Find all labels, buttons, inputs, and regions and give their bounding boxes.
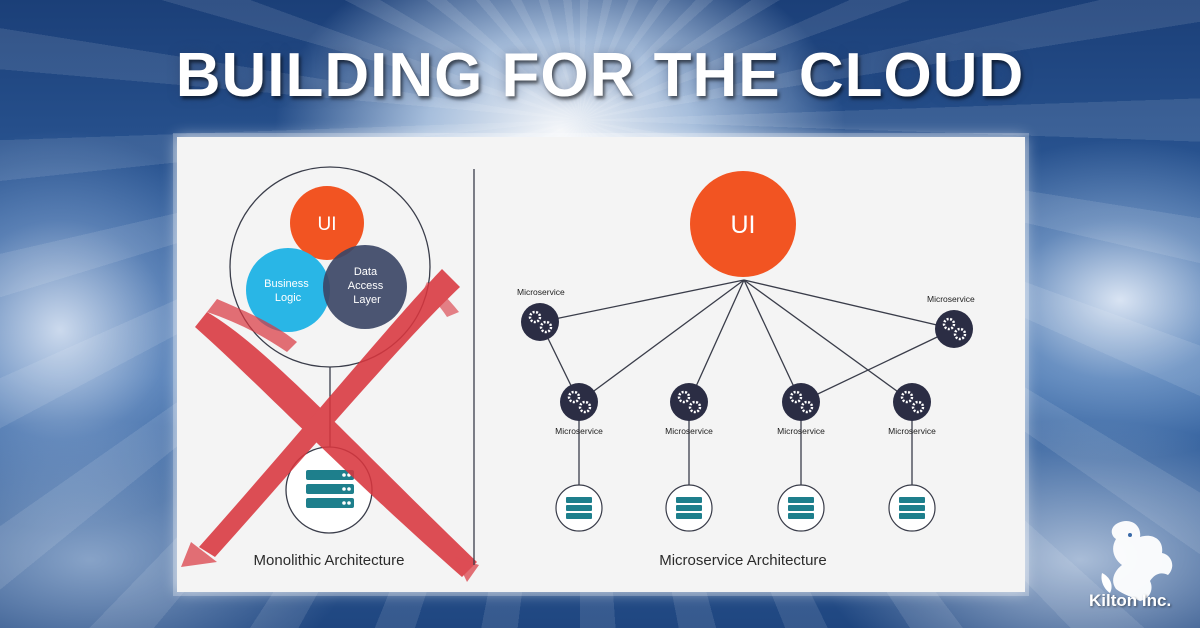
database-server-icon	[665, 484, 713, 532]
database-server-icon	[555, 484, 603, 532]
microservice-label-1: Microservice	[555, 426, 603, 436]
microservice-section: UI Microservice Microservice Microservic…	[517, 171, 975, 569]
microservice-caption: Microservice Architecture	[659, 552, 827, 569]
svg-text:Business Logic: Business Logic	[264, 278, 312, 304]
microservice-label-top-right: Microservice	[927, 294, 975, 304]
data-access-label-line2: Access	[348, 280, 384, 292]
microservice-node-top-right	[935, 310, 973, 348]
data-access-label-line1: Data	[354, 266, 378, 278]
business-logic-label-line1: Business	[264, 278, 309, 290]
micro-ui-circle	[690, 171, 796, 277]
red-cross-mark	[181, 269, 479, 582]
microservice-node-2	[670, 383, 708, 421]
monolith-caption: Monolithic Architecture	[254, 552, 405, 569]
business-logic-label-line2: Logic	[275, 292, 302, 304]
database-server-icon	[777, 484, 825, 532]
data-access-label-line3: Layer	[353, 294, 381, 306]
microservice-node-1	[560, 383, 598, 421]
architecture-diagram: UI Business Logic Data Access Layer	[181, 166, 975, 582]
architecture-diagram-panel: UI Business Logic Data Access Layer	[177, 137, 1025, 592]
microservice-node-3	[782, 383, 820, 421]
brand-name: Kilton Inc.	[1089, 591, 1172, 610]
database-server-icon	[888, 484, 936, 532]
microservice-label-2: Microservice	[665, 426, 713, 436]
data-access-layer-circle	[323, 245, 407, 329]
microservice-label-4: Microservice	[888, 426, 936, 436]
microservice-node-4	[893, 383, 931, 421]
page-headline: BUILDING FOR THE CLOUD	[175, 41, 1025, 110]
monolith-section: UI Business Logic Data Access Layer	[181, 166, 479, 582]
business-logic-circle	[246, 248, 330, 332]
svg-text:Data Access La: Data Access Layer	[348, 266, 387, 306]
microservice-label-3: Microservice	[777, 426, 825, 436]
mono-ui-label: UI	[318, 214, 337, 235]
micro-ui-label: UI	[731, 211, 756, 239]
ui-connections	[539, 279, 955, 489]
microservice-node-top-left	[521, 303, 559, 341]
microservice-label-top-left: Microservice	[517, 287, 565, 297]
griffin-logo-icon	[1101, 520, 1173, 601]
mono-ui-circle	[290, 186, 364, 260]
